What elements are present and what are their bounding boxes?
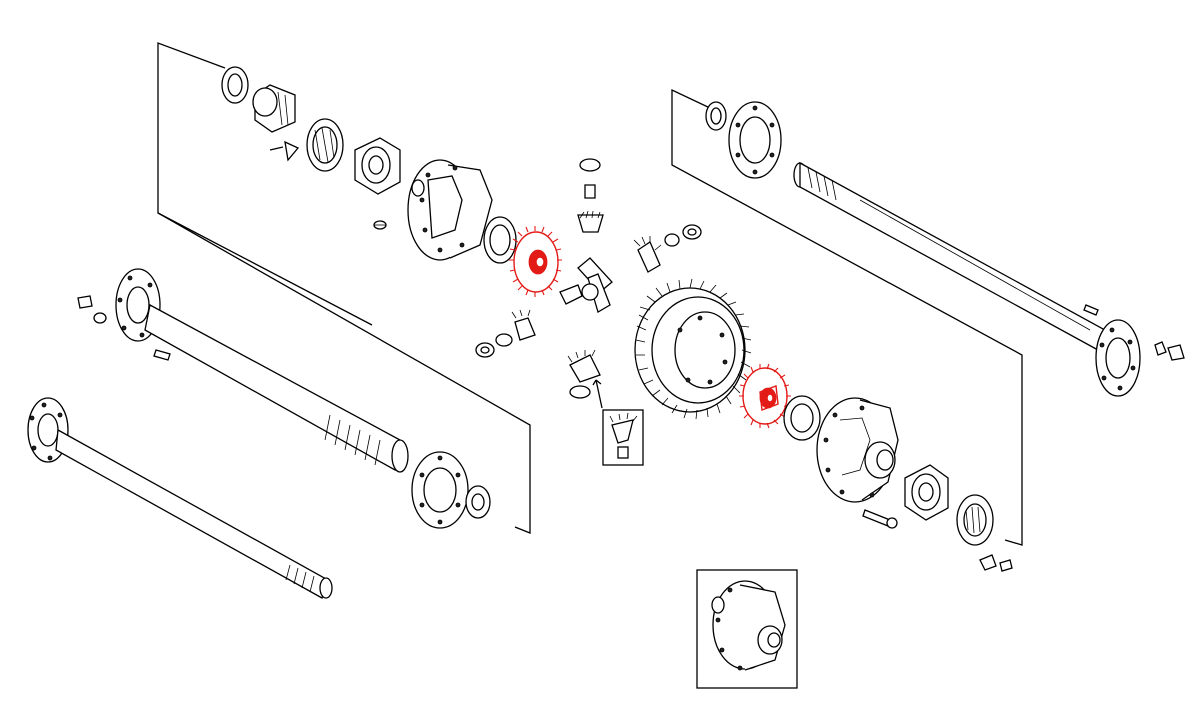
- pinion-bottom: [567, 349, 603, 409]
- bolt-left: [373, 220, 387, 230]
- pinion-right: [633, 224, 702, 273]
- thrust-washer-right: [783, 395, 821, 441]
- diff-housing-right: [816, 397, 899, 503]
- screw-small-left: [269, 140, 300, 162]
- roller-bearing-left: [306, 118, 344, 172]
- housing-inset-box: [696, 569, 798, 689]
- seal-ring-left: [221, 66, 249, 104]
- screw-small-right: [979, 554, 1013, 572]
- left-group-outline: [157, 42, 531, 534]
- crown-wheel: [634, 278, 752, 420]
- right-side-gear: [739, 363, 791, 429]
- axle-shaft-left-lower: [27, 397, 333, 599]
- bearing-sleeve-left: [252, 84, 296, 133]
- pinion-inset-box: [602, 409, 644, 466]
- pinion-left: [475, 309, 536, 358]
- pinion-top: [577, 158, 604, 233]
- flange-left-lower: [411, 451, 469, 529]
- seal-right: [956, 494, 994, 546]
- spider-shaft: [559, 257, 613, 313]
- tapered-bearing-right: [904, 464, 949, 521]
- thrust-washer-left: [483, 216, 517, 264]
- seal-left-lower: [465, 485, 491, 519]
- axle-shaft-right: [793, 161, 1185, 397]
- bolt-right: [862, 509, 898, 529]
- seal-ring-right-top: [705, 101, 727, 131]
- left-side-gear: [509, 226, 562, 297]
- axle-shaft-left-upper: [77, 268, 409, 473]
- tapered-bearing-left: [354, 137, 401, 195]
- diff-housing-left: [407, 159, 493, 261]
- flange-right-top: [728, 101, 782, 179]
- right-group-outline: [671, 88, 1023, 546]
